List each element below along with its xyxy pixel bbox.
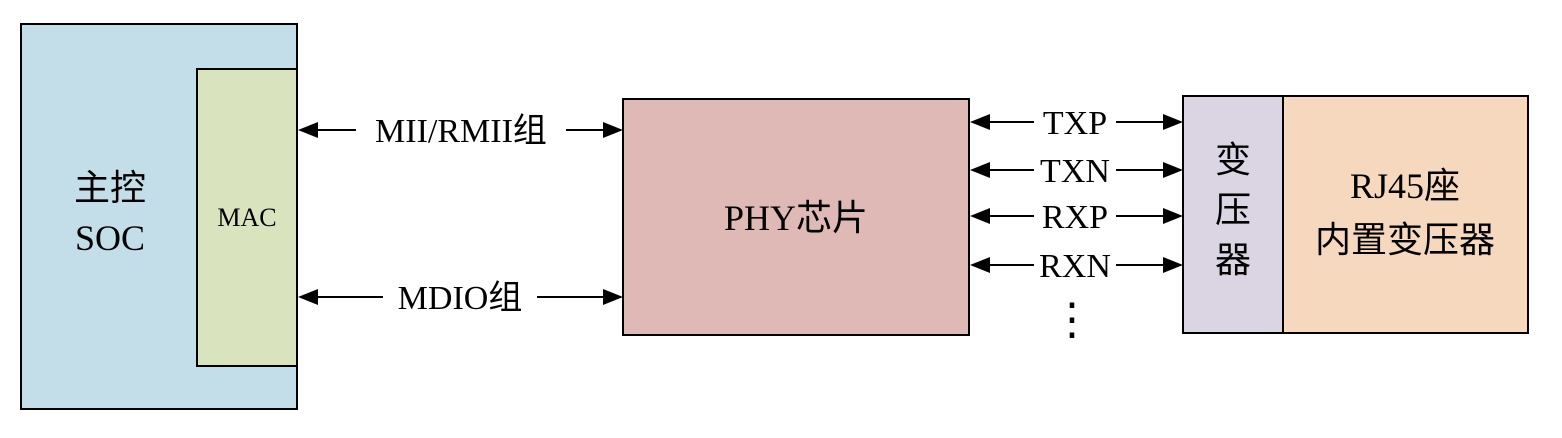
transformer-char-2: 压	[1215, 190, 1251, 230]
signal-txp-arrow: TXP	[970, 105, 1183, 142]
signal-rxp-label: RXP	[1042, 199, 1108, 236]
mac-block	[196, 68, 298, 367]
rj45-label-line1: RJ45座	[1350, 166, 1460, 206]
signal-txn-arrow: TXN	[970, 153, 1183, 190]
mac-label: MAC	[217, 203, 276, 232]
transformer-block	[1182, 95, 1284, 334]
rj45-label-line2: 内置变压器	[1315, 220, 1495, 260]
transformer-char-3: 器	[1215, 240, 1251, 280]
soc-label-line2: SOC	[75, 218, 145, 258]
signal-rxn-arrow: RXN	[970, 248, 1183, 285]
rj45-block	[1282, 95, 1529, 334]
phy-chip-block	[622, 98, 970, 336]
signal-txn-label: TXN	[1040, 153, 1110, 190]
transformer-char-1: 变	[1215, 140, 1251, 180]
signal-rxp-arrow: RXP	[970, 199, 1183, 236]
signal-rxn-label: RXN	[1039, 248, 1111, 285]
signal-ellipsis: ⋮	[1050, 295, 1094, 344]
phy-chip-label: PHY芯片	[724, 198, 868, 238]
mdio-bus-arrow: MDIO组	[298, 279, 623, 317]
signal-txp-label: TXP	[1043, 105, 1107, 142]
mdio-bus-label: MDIO组	[398, 279, 523, 317]
soc-label-line1: 主控	[74, 168, 146, 208]
mii-bus-arrow: MII/RMII组	[298, 112, 623, 150]
mii-bus-label: MII/RMII组	[375, 112, 547, 150]
